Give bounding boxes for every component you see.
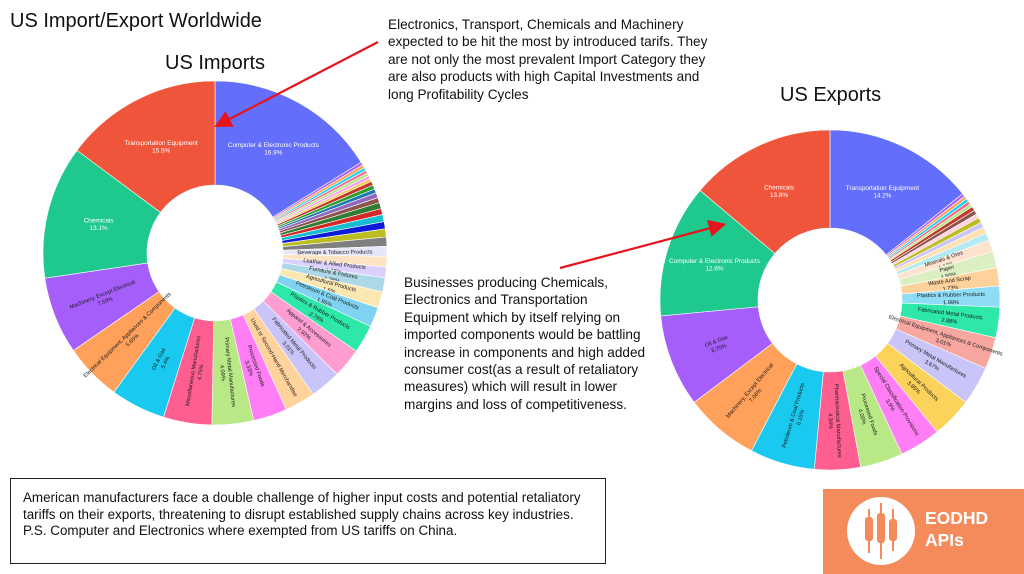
logo-text-line-2: APIs <box>925 530 964 550</box>
annotation-arrows <box>214 41 727 270</box>
exports-slice-0 <box>829 129 964 256</box>
exports-chart-title: US Exports <box>780 84 882 106</box>
logo-text-line-1: EODHD <box>925 508 989 528</box>
exports-slice-28 <box>699 129 831 255</box>
exports-slice-label-23: Pharmaceutical Manufactures4.34% <box>825 384 842 459</box>
eodhd-logo <box>823 489 1024 574</box>
arrow-to-exports <box>559 219 727 270</box>
summary-box: American manufacturers face a double cha… <box>10 478 606 564</box>
exports-slice-label-16: Plastics & Rubber Products1.99% <box>917 292 986 307</box>
summary-line-1: American manufacturers face a double cha… <box>23 490 581 522</box>
imports-chart-title: US Imports <box>165 52 266 74</box>
imports-slice-36 <box>76 80 216 213</box>
imports-slice-35 <box>42 149 161 279</box>
business-annotation: Businesses producing Chemicals, Electron… <box>404 275 646 412</box>
logo-text: EODHD APIs <box>925 507 988 551</box>
exports-slice-label-14: Paper1.55% <box>939 264 958 281</box>
imports-slice-0 <box>214 80 362 218</box>
arrow-to-imports <box>214 41 379 128</box>
imports-slice-label-19: Beverage & Tobacco Products <box>297 250 372 257</box>
summary-line-2: P.S. Computer and Electronics where exem… <box>23 523 458 539</box>
candlestick-icon <box>847 497 915 565</box>
tariff-annotation: Electronics, Transport, Chemicals and Ma… <box>388 17 708 102</box>
page-title: US Import/Export Worldwide <box>10 10 262 32</box>
exports-slice-label-15: Waste And Scrap1.73% <box>928 276 972 295</box>
